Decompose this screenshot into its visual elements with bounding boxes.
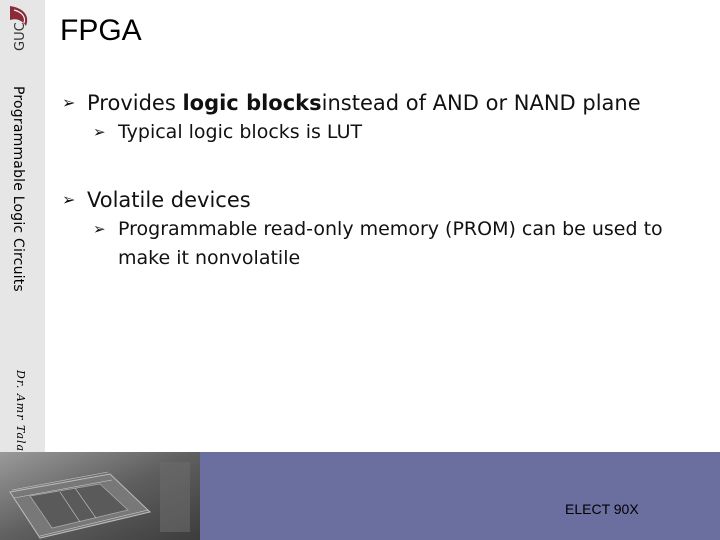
- slide-content: ➢ Provides logic blocksinstead of AND or…: [62, 88, 702, 273]
- side-course-title: Programmable Logic Circuits: [10, 86, 26, 292]
- bullet-2: ➢ Volatile devices: [62, 185, 702, 215]
- bullet-1-pre: Provides: [87, 91, 183, 115]
- sidebar: GUC Programmable Logic Circuits Dr. Amr …: [0, 0, 45, 465]
- bullet-1-bold: logic blocks: [182, 91, 322, 115]
- arrow-bullet-icon: ➢: [62, 190, 76, 209]
- side-author: Dr. Amr Talaat: [14, 370, 27, 466]
- arrow-bullet-icon: ➢: [93, 220, 106, 238]
- guc-logo: GUC: [10, 6, 28, 51]
- footer-bar: ELECT 90X: [0, 452, 720, 540]
- bullet-1-post: instead of AND or NAND plane: [321, 91, 641, 115]
- bullet-1: ➢ Provides logic blocksinstead of AND or…: [62, 88, 702, 118]
- bullet-2-sub-1: ➢ Programmable read-only memory (PROM) c…: [93, 215, 702, 273]
- slide-title: FPGA: [60, 14, 142, 47]
- bullet-1-sub-1: ➢ Typical logic blocks is LUT: [93, 118, 702, 147]
- arrow-bullet-icon: ➢: [62, 93, 76, 112]
- footer-course-code: ELECT 90X: [565, 501, 639, 517]
- svg-text:GUC: GUC: [13, 22, 28, 51]
- chip-image: [0, 452, 200, 540]
- arrow-bullet-icon: ➢: [93, 123, 106, 141]
